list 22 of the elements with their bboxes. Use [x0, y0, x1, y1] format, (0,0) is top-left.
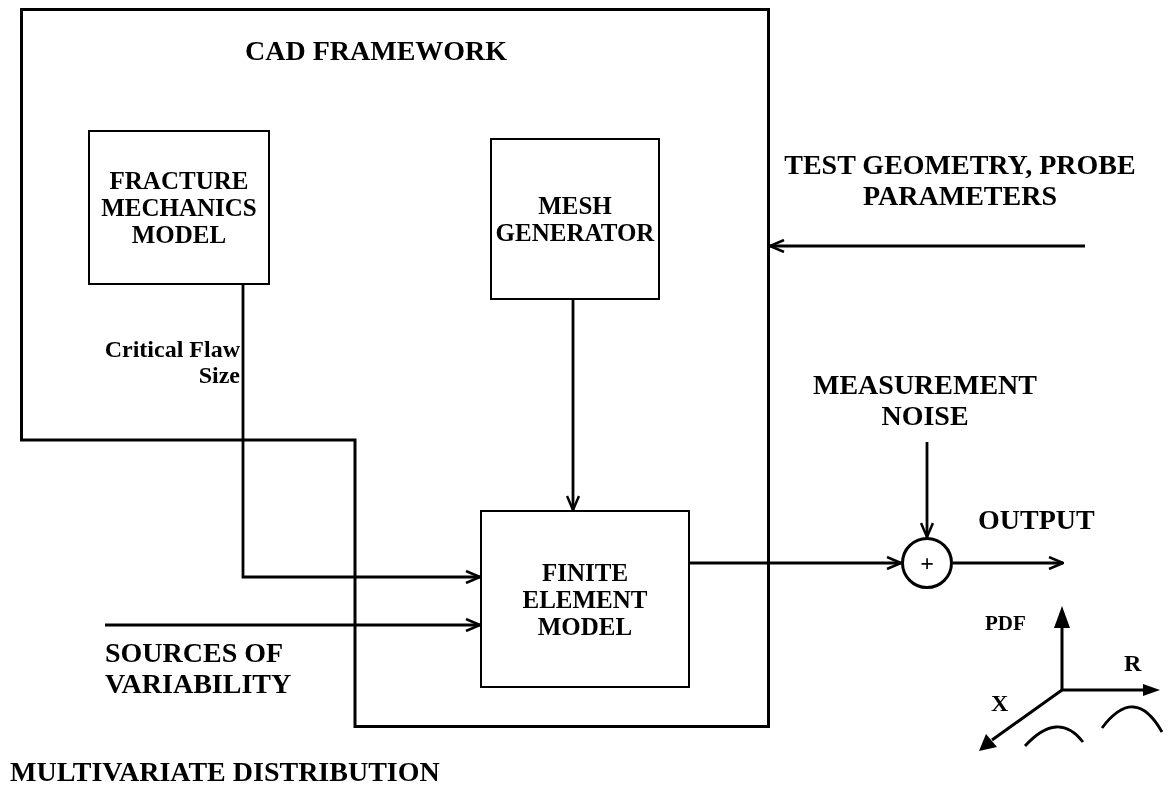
edge-label: Critical Flaw Size: [103, 336, 240, 389]
axis-label: X: [991, 690, 1009, 717]
process-box: FINITE ELEMENT MODEL: [480, 510, 690, 688]
axis-label: R: [1124, 650, 1142, 677]
arrow: [953, 555, 1065, 571]
arrow: [105, 617, 482, 633]
process-box: MESH GENERATOR: [490, 138, 660, 300]
arrow: [690, 555, 903, 571]
edge-label: OUTPUT: [978, 505, 1096, 536]
arrow: [768, 238, 1085, 254]
arrow: [919, 442, 935, 539]
framework-outline: [20, 8, 770, 728]
arrow: [565, 300, 581, 512]
caption-text: MULTIVARIATE DISTRIBUTION: [10, 757, 440, 788]
edge-label: TEST GEOMETRY, PROBE PARAMETERS: [783, 150, 1137, 212]
arrow: [241, 285, 482, 585]
plus-sign: +: [920, 551, 934, 575]
edge-label: SOURCES OF VARIABILITY: [105, 638, 293, 700]
process-box: FRACTURE MECHANICS MODEL: [88, 130, 270, 285]
input-label: MEASUREMENT NOISE: [812, 370, 1038, 432]
framework-title: CAD FRAMEWORK: [245, 36, 508, 67]
axis-label: PDF: [985, 612, 1026, 636]
